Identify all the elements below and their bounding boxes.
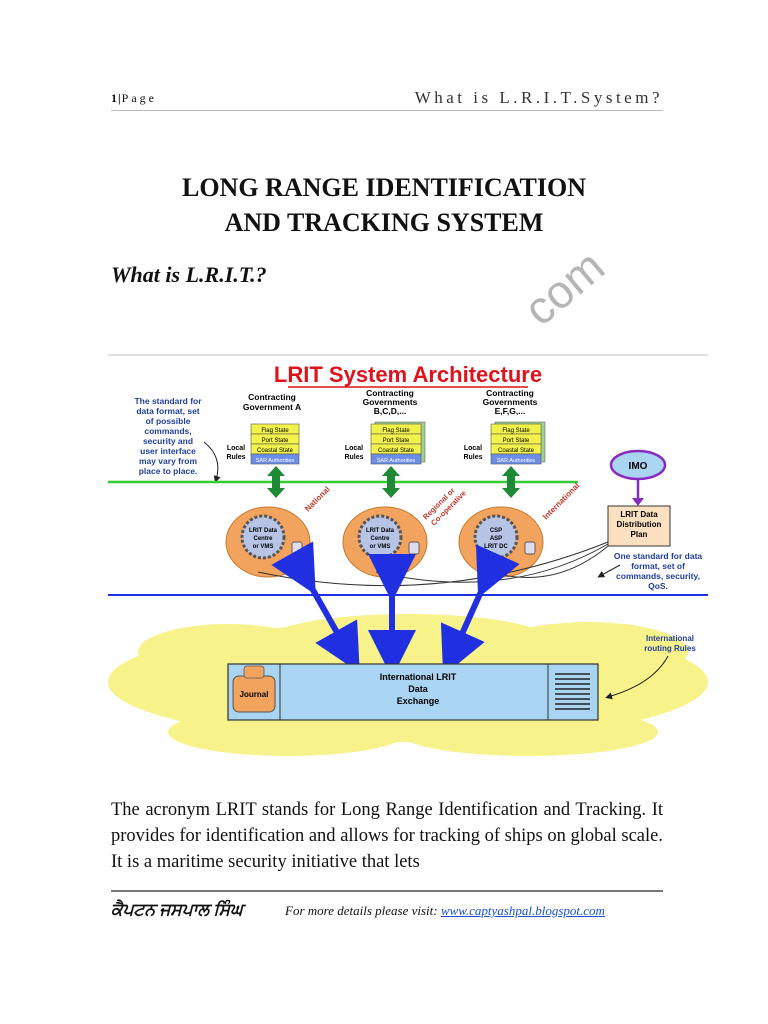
svg-text:Rules: Rules — [344, 454, 363, 461]
document-title: LONG RANGE IDENTIFICATION AND TRACKING S… — [0, 170, 768, 240]
svg-text:data format, set: data format, set — [136, 406, 199, 416]
government-b: Contracting Governments B,C,D,... Flag S… — [344, 388, 426, 465]
svg-text:QoS.: QoS. — [648, 581, 668, 591]
lrit-architecture-diagram: LRIT System Architecture The standard fo… — [108, 352, 708, 760]
svg-text:Governments: Governments — [483, 397, 538, 407]
svg-text:Data: Data — [408, 684, 429, 694]
svg-text:B,C,D,...: B,C,D,... — [374, 406, 407, 416]
routing-arrow — [605, 655, 669, 700]
footer-link[interactable]: www.captyashpal.blogspot.com — [440, 903, 605, 918]
svg-text:or VMS: or VMS — [253, 544, 274, 550]
server-icon — [555, 673, 590, 710]
footer-rule — [111, 890, 663, 892]
svg-text:Rules: Rules — [463, 454, 482, 461]
footer-visit: For more details please visit: www.capty… — [285, 903, 605, 918]
left-note-arrow — [203, 441, 221, 483]
government-e: Contracting Governments E,F,G,... Flag S… — [463, 388, 546, 465]
diagram-svg: LRIT System Architecture The standard fo… — [108, 354, 708, 756]
svg-text:Local: Local — [345, 445, 363, 452]
svg-text:LRIT Data: LRIT Data — [366, 528, 395, 534]
svg-text:format, set of: format, set of — [631, 561, 685, 571]
page-number: 1|Page — [111, 91, 157, 105]
svg-text:Rules: Rules — [226, 454, 245, 461]
svg-text:Contracting: Contracting — [248, 392, 296, 402]
svg-text:SAR Authorities: SAR Authorities — [256, 458, 295, 464]
left-note: The standard for data format, set of pos… — [134, 396, 202, 476]
svg-text:Exchange: Exchange — [397, 696, 440, 706]
svg-text:SAR Authorities: SAR Authorities — [497, 458, 536, 464]
data-centres: LRIT Data Centre or VMS LRIT Data Centre… — [225, 506, 544, 578]
one-standard-note: One standard for data format, set of com… — [614, 551, 703, 591]
svg-text:CSP: CSP — [490, 528, 502, 534]
svg-text:routing Rules: routing Rules — [644, 644, 696, 653]
svg-text:Port State: Port State — [503, 438, 530, 444]
title-line-2: AND TRACKING SYSTEM — [224, 208, 544, 237]
label-national: National — [303, 485, 332, 514]
svg-text:Contracting: Contracting — [486, 388, 534, 398]
imo-label: IMO — [629, 461, 648, 472]
title-line-1: LONG RANGE IDENTIFICATION — [181, 173, 586, 202]
section-heading: What is L.R.I.T.? — [111, 262, 267, 287]
svg-text:commands,: commands, — [144, 426, 191, 436]
svg-text:commands, security,: commands, security, — [616, 571, 700, 581]
green-arrows — [267, 466, 520, 498]
svg-text:International LRIT: International LRIT — [380, 672, 457, 682]
ddp-link-1 — [257, 541, 609, 587]
svg-text:Plan: Plan — [631, 530, 648, 539]
svg-text:Centre: Centre — [253, 536, 273, 542]
svg-text:or VMS: or VMS — [370, 544, 391, 550]
diagram-title: LRIT System Architecture — [274, 362, 542, 387]
svg-text:LRIT Data: LRIT Data — [249, 528, 278, 534]
label-international: International — [541, 481, 581, 521]
svg-text:One standard for data: One standard for data — [614, 551, 703, 561]
footer-signature: ਕੈਪਟਨ ਜਸਪਾਲ ਸਿੰਘ — [111, 900, 243, 919]
svg-text:user interface: user interface — [140, 446, 196, 456]
svg-text:Distribution: Distribution — [617, 520, 662, 529]
svg-text:LRIT DC: LRIT DC — [484, 544, 508, 550]
svg-text:Flag State: Flag State — [382, 428, 410, 434]
svg-text:The standard for: The standard for — [134, 396, 202, 406]
exchange-arrows — [271, 541, 520, 678]
exchange-box — [227, 663, 599, 721]
svg-text:of possible: of possible — [146, 416, 191, 426]
svg-text:Coastal State: Coastal State — [378, 448, 415, 454]
government-a: Contracting Government A Flag State Port… — [226, 392, 301, 465]
svg-text:ASP: ASP — [490, 536, 502, 542]
svg-text:Journal: Journal — [240, 690, 269, 699]
page-header: 1|Page What is L.R.I.T.System? — [111, 88, 663, 110]
svg-text:Coastal State: Coastal State — [257, 448, 294, 454]
watermark: com — [513, 239, 614, 336]
body-paragraph: The acronym LRIT stands for Long Range I… — [111, 800, 663, 872]
svg-text:SAR Authorities: SAR Authorities — [377, 458, 416, 464]
svg-text:International: International — [646, 634, 694, 643]
svg-text:security and: security and — [143, 436, 193, 446]
svg-text:may vary from: may vary from — [139, 456, 198, 466]
svg-text:Governments: Governments — [363, 397, 418, 407]
svg-text:place to place.: place to place. — [139, 466, 198, 476]
header-rule — [111, 110, 663, 111]
svg-text:Port State: Port State — [383, 438, 410, 444]
svg-text:Local: Local — [464, 445, 482, 452]
svg-text:Coastal State: Coastal State — [498, 448, 535, 454]
svg-text:Port State: Port State — [262, 438, 289, 444]
svg-text:Flag State: Flag State — [261, 428, 289, 434]
svg-text:Local: Local — [227, 445, 245, 452]
svg-text:Flag State: Flag State — [502, 428, 530, 434]
header-title: What is L.R.I.T.System? — [414, 88, 663, 107]
imo-ellipse — [609, 449, 667, 481]
svg-text:Centre: Centre — [370, 536, 390, 542]
ddp-box — [607, 505, 671, 547]
svg-text:Contracting: Contracting — [366, 388, 414, 398]
svg-text:Government A: Government A — [243, 402, 301, 412]
svg-text:LRIT Data: LRIT Data — [620, 510, 658, 519]
svg-text:E,F,G,...: E,F,G,... — [495, 406, 526, 416]
